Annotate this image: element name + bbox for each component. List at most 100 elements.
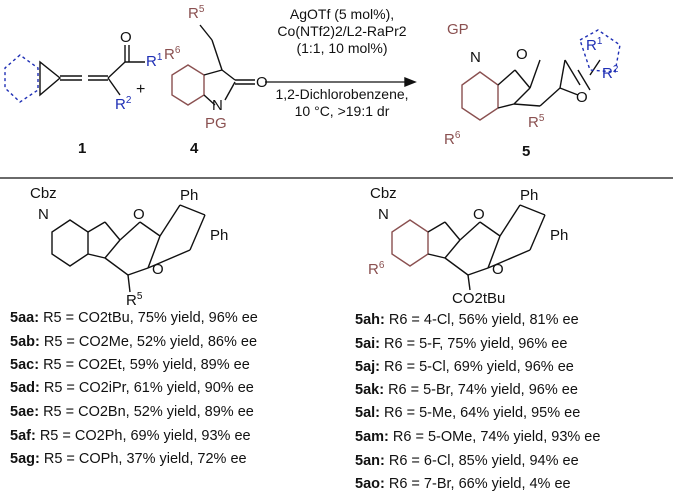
r-label: R — [602, 65, 613, 82]
r4-r6: R6 — [164, 45, 181, 63]
right-ph-2: Ph — [550, 227, 569, 244]
result-text: R5 = CO2tBu, 75% yield, 96% ee — [43, 310, 258, 326]
result-row: 5ah: R6 = 4-Cl, 56% yield, 81% ee — [355, 312, 579, 328]
reactant-1-structure — [4, 45, 145, 103]
result-row: 5ak: R6 = 5-Br, 74% yield, 96% ee — [355, 382, 578, 398]
r-label: R — [146, 53, 157, 70]
right-oxygen-2: O — [492, 261, 504, 278]
result-text: R6 = 5-F, 75% yield, 96% ee — [384, 336, 568, 352]
reaction-conditions-above: AgOTf (5 mol%), Co(NTf2)2/L2-RaPr2 (1:1,… — [262, 6, 422, 57]
p5-r5: R5 — [528, 113, 545, 131]
plus-sign: + — [136, 81, 146, 98]
r-sup: 2 — [612, 64, 619, 75]
result-row: 5ac: R5 = CO2Et, 59% yield, 89% ee — [10, 357, 250, 373]
p5-nitrogen: N — [470, 49, 481, 66]
compound-id: 5ab: — [10, 334, 40, 350]
compound-number-5: 5 — [522, 143, 531, 160]
left-cbz: Cbz — [30, 185, 57, 202]
result-text: R6 = 5-OMe, 74% yield, 93% ee — [392, 429, 601, 445]
compound-id: 5al: — [355, 405, 380, 421]
result-row: 5aa: R5 = CO2tBu, 75% yield, 96% ee — [10, 310, 258, 326]
p5-gp: GP — [447, 21, 469, 38]
result-text: R6 = 4-Cl, 56% yield, 81% ee — [388, 312, 579, 328]
result-text: R6 = 5-Me, 64% yield, 95% ee — [384, 405, 581, 421]
result-row: 5ai: R6 = 5-F, 75% yield, 96% ee — [355, 336, 567, 352]
left-oxygen-1: O — [133, 206, 145, 223]
result-row: 5ae: R5 = CO2Bn, 52% yield, 89% ee — [10, 404, 254, 420]
r-label: R — [126, 292, 137, 309]
p5-r2: R2 — [602, 64, 619, 82]
right-cbz: Cbz — [370, 185, 397, 202]
compound-id: 5af: — [10, 428, 36, 444]
compound-id: 5ak: — [355, 382, 385, 398]
result-text: R5 = COPh, 37% yield, 72% ee — [43, 451, 247, 467]
result-row: 5af: R5 = CO2Ph, 69% yield, 93% ee — [10, 428, 251, 444]
condition-solvent: 1,2-Dichlorobenzene, — [275, 86, 409, 102]
result-row: 5ab: R5 = CO2Me, 52% yield, 86% ee — [10, 334, 257, 350]
r-sup: 5 — [198, 4, 205, 15]
condition-loading: (1:1, 10 mol%) — [296, 40, 388, 56]
p5-oxygen-1: O — [516, 46, 528, 63]
r-label: R — [188, 5, 199, 22]
right-example-structure — [391, 204, 546, 291]
r4-r5: R5 — [188, 4, 205, 22]
result-text: R6 = 6-Cl, 85% yield, 94% ee — [388, 453, 579, 469]
left-example-structure — [51, 204, 206, 293]
r-label: R — [164, 46, 175, 63]
r-sup: 6 — [454, 130, 461, 141]
result-text: R5 = CO2iPr, 61% yield, 90% ee — [43, 380, 254, 396]
r-label: R — [115, 96, 126, 113]
result-row: 5ag: R5 = COPh, 37% yield, 72% ee — [10, 451, 247, 467]
reactant-4-structure — [171, 24, 255, 106]
right-ph-1: Ph — [520, 187, 539, 204]
result-row: 5ad: R5 = CO2iPr, 61% yield, 90% ee — [10, 380, 254, 396]
compound-id: 5aj: — [355, 359, 380, 375]
compound-number-1: 1 — [78, 140, 87, 157]
result-text: R6 = 7-Br, 66% yield, 4% ee — [388, 476, 571, 492]
compound-id: 5ag: — [10, 451, 40, 467]
compound-id: 5an: — [355, 453, 385, 469]
r1-substituent-r2: R2 — [115, 95, 132, 113]
r-label: R — [586, 37, 597, 54]
left-oxygen-2: O — [152, 261, 164, 278]
p5-oxygen-2: O — [576, 89, 588, 106]
r-sup: 1 — [156, 52, 163, 63]
result-text: R5 = CO2Bn, 52% yield, 89% ee — [43, 404, 254, 420]
r-sup: 6 — [174, 45, 181, 56]
r-label: R — [528, 114, 539, 131]
result-row: 5am: R6 = 5-OMe, 74% yield, 93% ee — [355, 429, 600, 445]
compound-id: 5ah: — [355, 312, 385, 328]
result-text: R5 = CO2Me, 52% yield, 86% ee — [43, 334, 258, 350]
r-sup: 5 — [538, 113, 545, 124]
r-label: R — [444, 131, 455, 148]
compound-id: 5ai: — [355, 336, 380, 352]
compound-id: 5aa: — [10, 310, 40, 326]
r4-nitrogen: N — [212, 97, 223, 114]
r4-pg: PG — [205, 115, 227, 132]
r-sup: 2 — [125, 95, 132, 106]
r-label: R — [368, 261, 379, 278]
condition-temperature: 10 °C, >19:1 dr — [294, 103, 390, 119]
condition-catalyst: AgOTf (5 mol%), — [289, 6, 395, 22]
left-ph-2: Ph — [210, 227, 229, 244]
r-sup: 5 — [136, 291, 143, 302]
compound-id: 5am: — [355, 429, 389, 445]
right-substituent: CO2tBu — [452, 290, 506, 307]
left-nitrogen: N — [38, 206, 49, 223]
result-text: R6 = 5-Br, 74% yield, 96% ee — [388, 382, 578, 398]
p5-r6: R6 — [444, 130, 461, 148]
result-row: 5ao: R6 = 7-Br, 66% yield, 4% ee — [355, 476, 571, 492]
condition-ligand: Co(NTf2)2/L2-RaPr2 — [277, 23, 407, 39]
compound-id: 5ae: — [10, 404, 40, 420]
p5-r1: R1 — [586, 36, 603, 54]
result-row: 5al: R6 = 5-Me, 64% yield, 95% ee — [355, 405, 580, 421]
left-r5: R5 — [126, 291, 143, 309]
right-oxygen-1: O — [473, 206, 485, 223]
right-r6: R6 — [368, 261, 384, 278]
compound-id: 5ad: — [10, 380, 40, 396]
product-5-structure — [461, 29, 621, 121]
r1-oxygen: O — [120, 29, 132, 46]
result-text: R5 = CO2Et, 59% yield, 89% ee — [43, 357, 250, 373]
r-sup: 1 — [596, 36, 603, 47]
